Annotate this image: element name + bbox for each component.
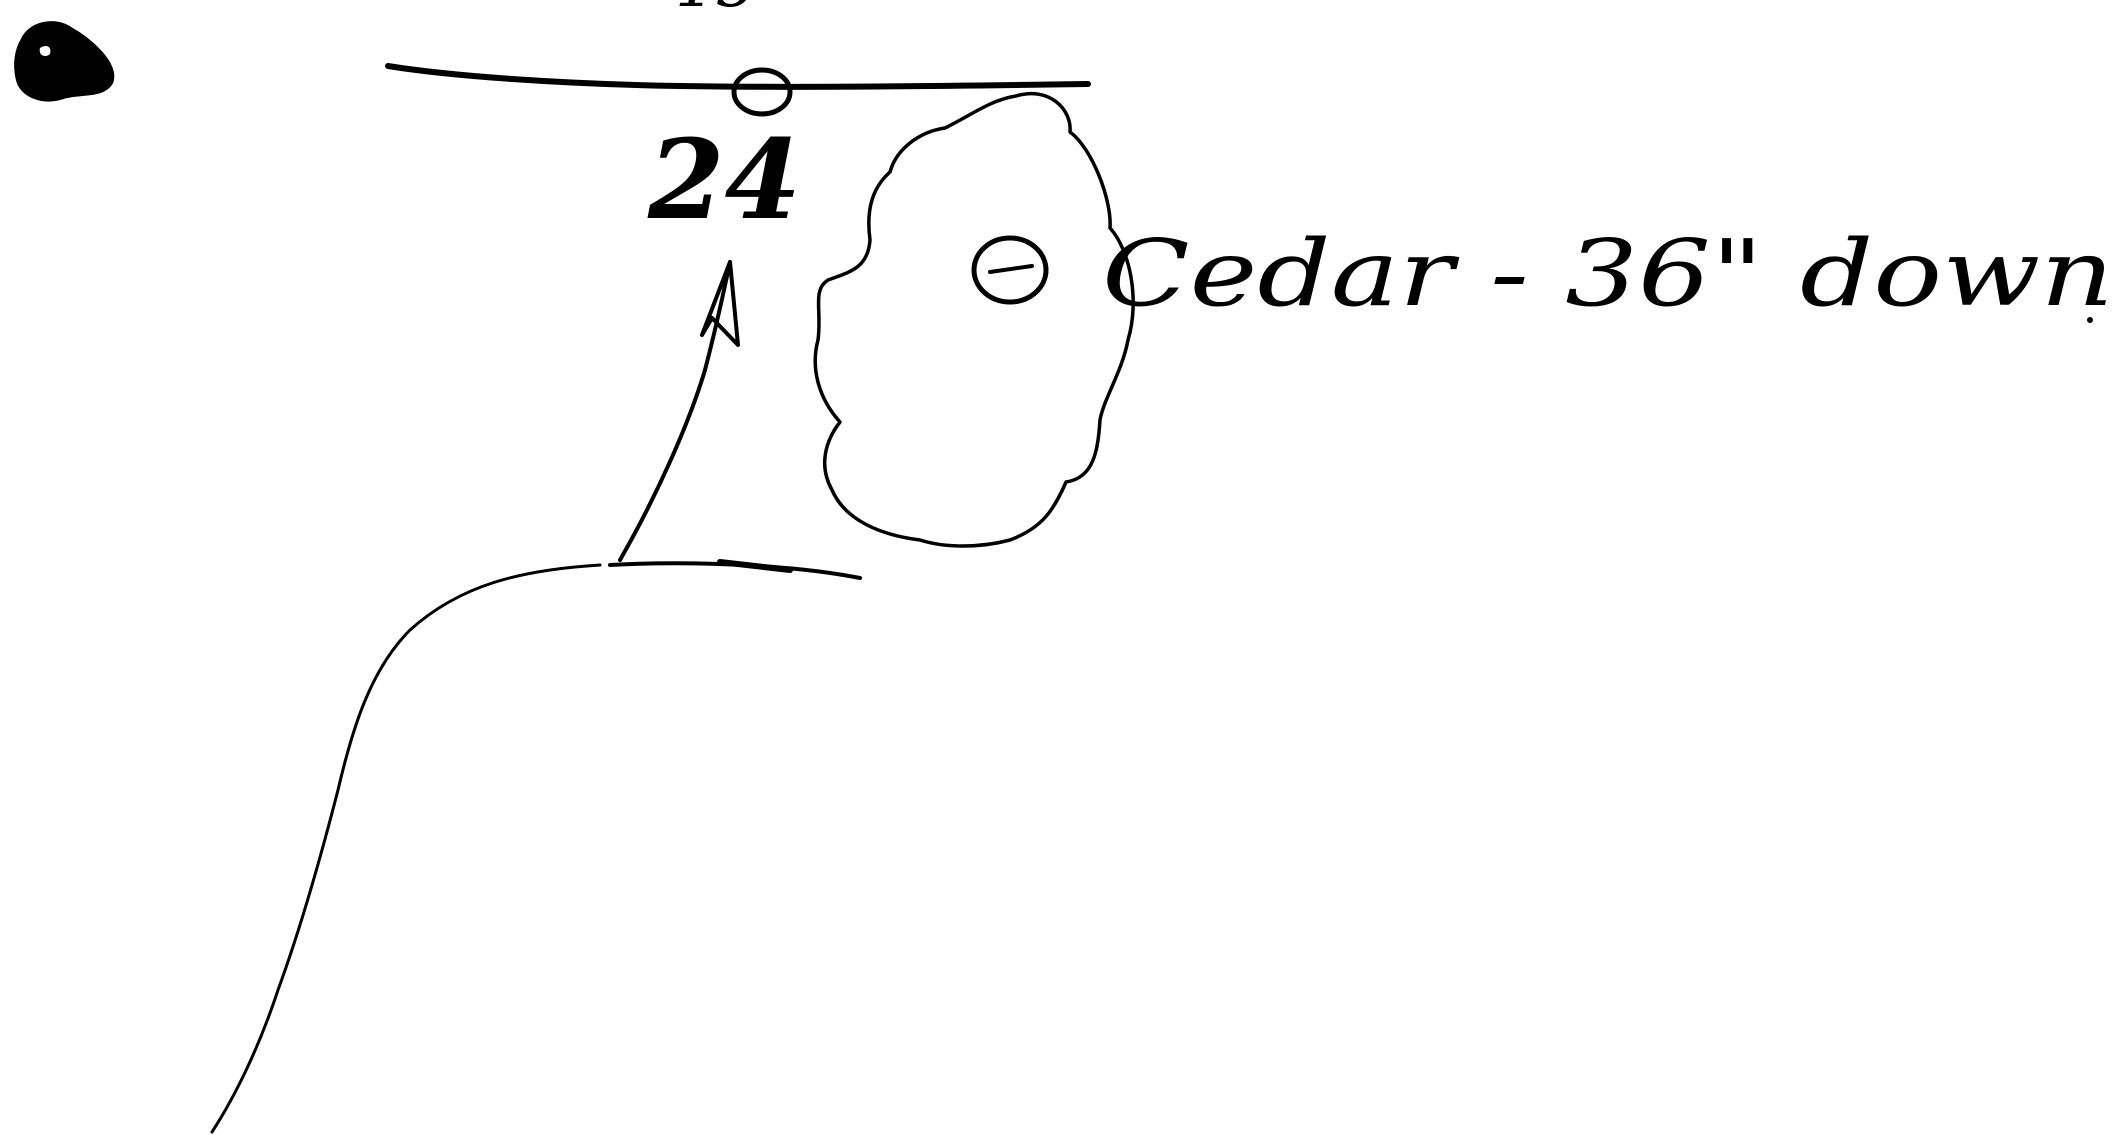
cedar-tree-canopy [813,92,1135,548]
cedar-trunk-circle [971,235,1049,305]
ink-blot-highlight [39,46,51,56]
line-marker-circle [731,67,793,117]
line-number-label: 24 [647,115,801,244]
long-curve-line [210,563,602,1134]
top-horizontal-line [385,63,1091,90]
cedar-trunk-center-mark [988,264,1034,274]
cedar-note: Cedar - 36" down [1102,220,2114,327]
note-trailing-dot [2087,317,2093,323]
top-cut-number: 15 [675,0,756,22]
ink-blot [14,21,115,102]
arrow-head [700,260,740,347]
arrow-shaft [618,260,732,562]
short-dash-thick [717,559,793,573]
